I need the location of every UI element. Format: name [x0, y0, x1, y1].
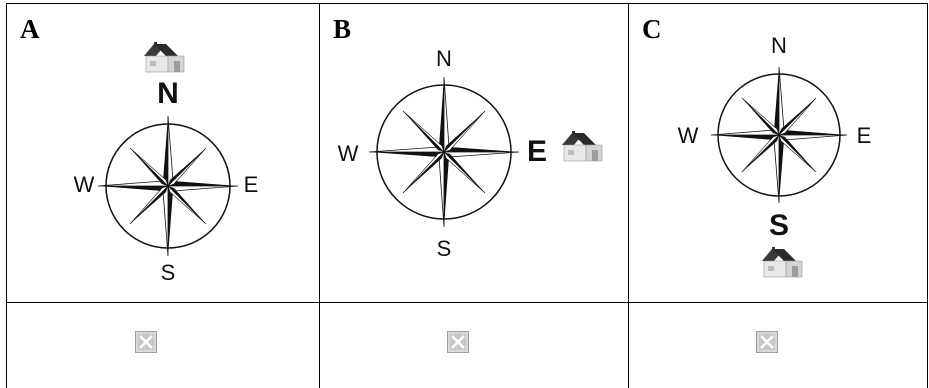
panel-letter-b: B [333, 14, 352, 44]
panel-b: B N W E [319, 0, 628, 302]
direction-label-east: E [526, 135, 548, 168]
house-icon [762, 247, 803, 278]
direction-label-north: N [771, 33, 787, 58]
direction-label-north: N [157, 77, 179, 110]
direction-label-east: E [856, 123, 872, 148]
panel-letter-a: A [20, 14, 40, 44]
direction-label-south: S [160, 260, 176, 285]
panel-a: A N [6, 0, 319, 302]
answer-checkbox-c[interactable] [756, 331, 778, 353]
compass-rose [368, 76, 520, 228]
direction-label-south: S [768, 209, 790, 242]
answer-checkbox-a[interactable] [135, 331, 157, 353]
compass-rose [710, 66, 848, 204]
panel-c: C N W E S [628, 0, 927, 302]
direction-label-west: W [337, 141, 359, 166]
direction-label-south: S [436, 236, 452, 261]
table-right-border [927, 3, 928, 388]
table-left-border [6, 3, 7, 388]
direction-label-north: N [436, 46, 452, 71]
table-divider-2 [628, 3, 629, 388]
direction-label-west: W [73, 172, 95, 197]
compass-rose [97, 115, 239, 257]
direction-label-east: E [243, 172, 259, 197]
answer-checkbox-b[interactable] [447, 331, 469, 353]
house-icon [144, 42, 185, 73]
panel-letter-c: C [642, 14, 662, 44]
table-row-divider [6, 302, 928, 303]
house-icon [562, 131, 603, 162]
table-top-border [6, 3, 928, 4]
direction-label-west: W [677, 123, 699, 148]
table-divider-1 [319, 3, 320, 388]
